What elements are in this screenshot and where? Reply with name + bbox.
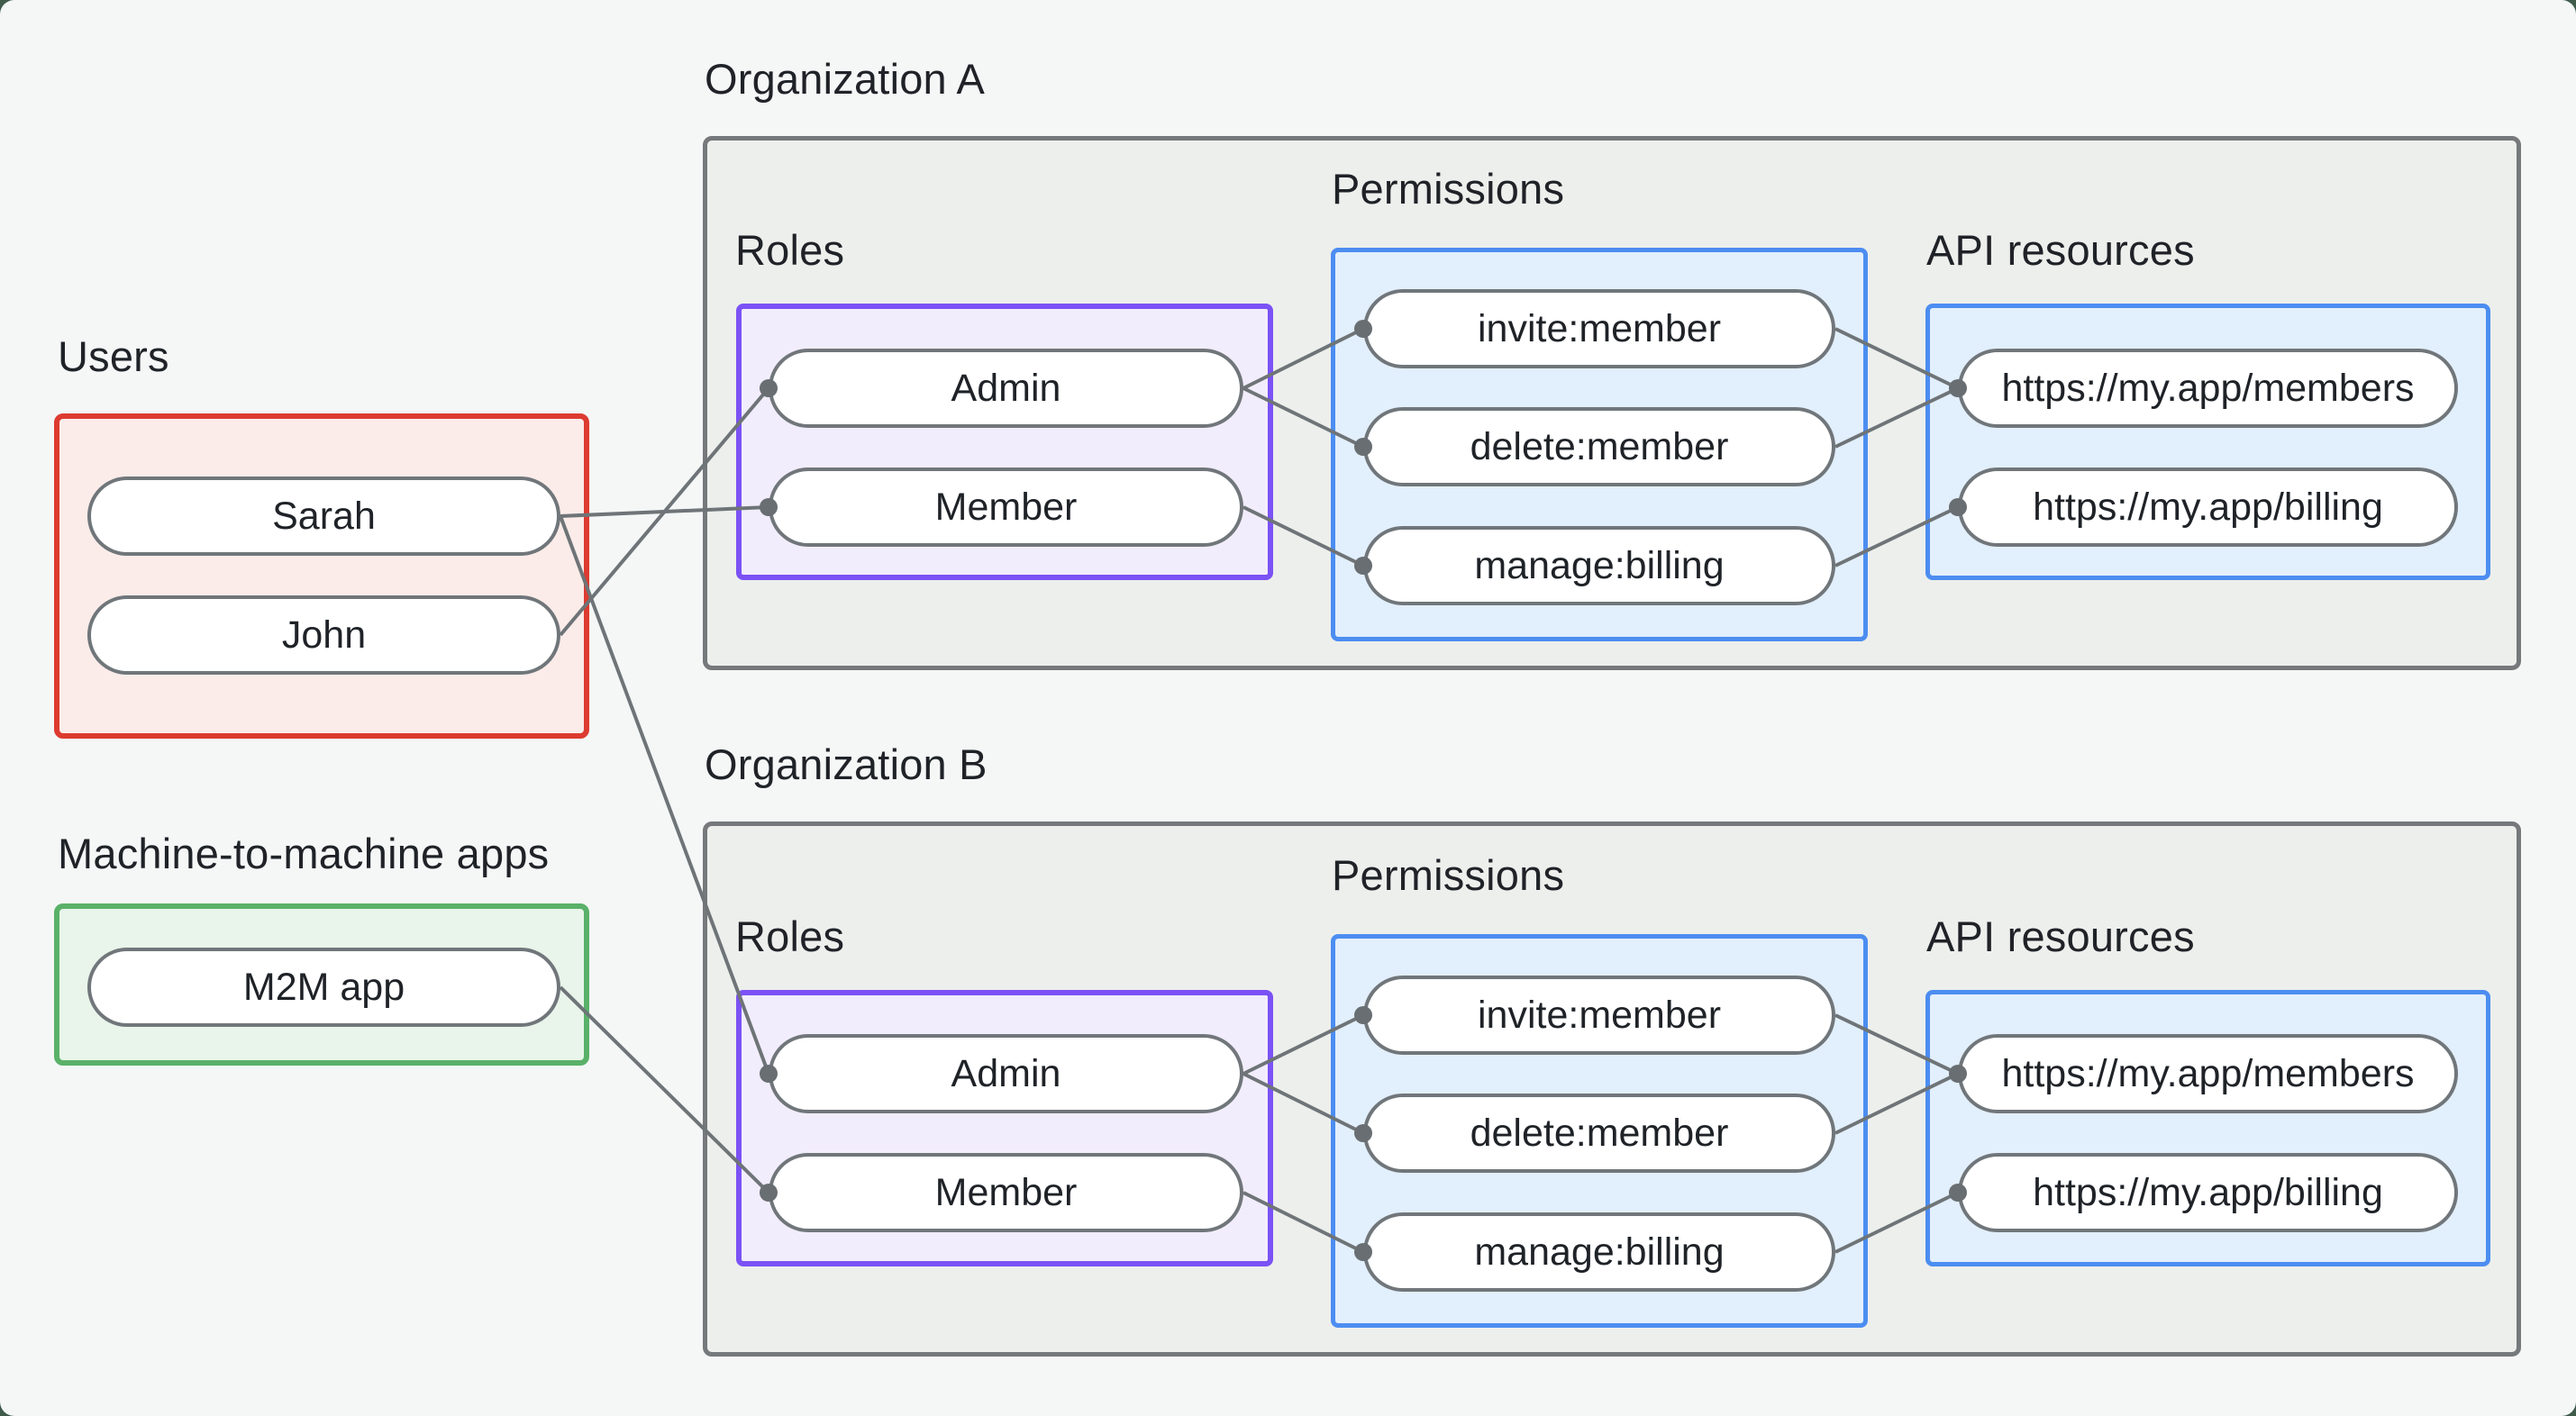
users-group-title: Users [58,332,169,380]
org-a-permissions-title: Permissions [1332,165,1565,213]
node-org-b-api-billing: https://my.app/billing [1958,1153,2458,1232]
node-org-a-api-members: https://my.app/members [1958,349,2458,428]
org-b-permissions-title: Permissions [1332,851,1565,899]
org-a-title: Organization A [705,55,986,103]
node-org-a-api-billing: https://my.app/billing [1958,467,2458,547]
org-a-api-title: API resources [1926,226,2195,274]
node-m2m-app: M2M app [87,948,560,1027]
node-org-a-role-member: Member [769,467,1243,547]
users-group-box [54,413,589,739]
org-b-title: Organization B [705,740,988,788]
node-org-a-permission-delete: delete:member [1363,407,1835,486]
node-org-b-role-member: Member [769,1153,1243,1232]
node-org-b-permission-invite: invite:member [1363,976,1835,1055]
node-org-b-api-members: https://my.app/members [1958,1034,2458,1113]
org-a-roles-title: Roles [735,226,845,274]
org-b-roles-title: Roles [735,912,845,960]
node-org-b-permission-delete: delete:member [1363,1094,1835,1173]
node-org-b-permission-manage: manage:billing [1363,1212,1835,1292]
node-org-b-role-admin: Admin [769,1034,1243,1113]
node-user-sarah: Sarah [87,477,560,556]
node-org-a-permission-invite: invite:member [1363,289,1835,368]
node-user-john: John [87,595,560,675]
node-org-a-role-admin: Admin [769,349,1243,428]
org-b-api-title: API resources [1926,912,2195,960]
m2m-group-title: Machine-to-machine apps [58,830,550,877]
node-org-a-permission-manage: manage:billing [1363,526,1835,605]
